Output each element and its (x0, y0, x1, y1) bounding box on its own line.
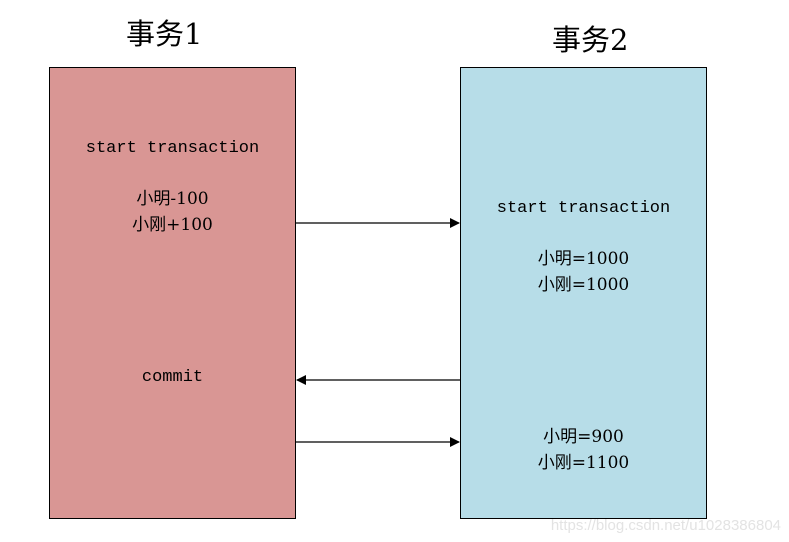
transaction-1-title: 事务1 (126, 17, 203, 51)
transaction-2-box (460, 67, 707, 519)
transaction-2-read-1-a: 小明=1000 (537, 249, 630, 269)
transaction-2-start: start transaction (496, 199, 671, 218)
watermark: https://blog.csdn.net/u1028386804 (550, 517, 781, 534)
transaction-1-start: start transaction (85, 139, 260, 158)
transaction-1-commit: commit (141, 368, 204, 387)
transaction-1-op-2: 小刚+100 (132, 215, 213, 235)
transaction-1-op-1: 小明-100 (136, 189, 209, 209)
transaction-2-title: 事务2 (552, 23, 629, 57)
transaction-2-read-2-a: 小明=900 (543, 427, 624, 447)
transaction-1-box (49, 67, 296, 519)
transaction-2-read-1-b: 小刚=1000 (537, 275, 630, 295)
transaction-2-read-2-b: 小刚=1100 (537, 453, 630, 473)
